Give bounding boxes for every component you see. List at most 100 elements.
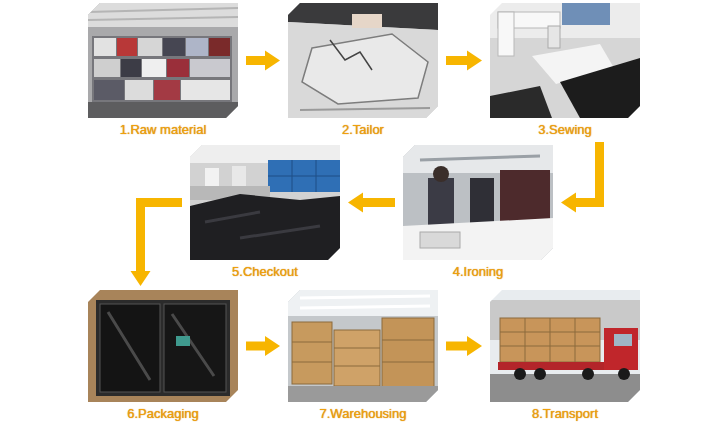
flow-arrow bbox=[246, 51, 280, 71]
box-edge bbox=[500, 318, 600, 362]
arrow-head bbox=[265, 336, 280, 356]
process-step: 3.Sewing bbox=[490, 3, 640, 140]
arrow-head bbox=[467, 336, 482, 356]
flow-arrow bbox=[348, 193, 395, 213]
wheel bbox=[514, 368, 526, 380]
hand bbox=[352, 14, 382, 28]
photo-ground bbox=[88, 3, 238, 118]
box-edge bbox=[292, 340, 434, 366]
blue-boxes bbox=[268, 160, 340, 192]
photo-ground bbox=[403, 145, 553, 260]
step-caption: 1.Raw material bbox=[88, 120, 238, 138]
caption-row: 5.Checkout bbox=[190, 262, 340, 280]
carton-inside bbox=[96, 300, 230, 396]
arrow-shaft bbox=[446, 56, 467, 65]
step-label: 1.Raw material bbox=[120, 122, 207, 138]
garment-pile bbox=[190, 194, 340, 260]
table-edge bbox=[300, 108, 430, 110]
worker bbox=[428, 178, 454, 226]
cab-window bbox=[614, 334, 632, 346]
ironing-table bbox=[403, 218, 553, 260]
process-step: 4.Ironing bbox=[403, 145, 553, 282]
ground bbox=[490, 374, 640, 402]
fabric-roll bbox=[190, 59, 230, 77]
cutting-table bbox=[288, 22, 438, 118]
rail bbox=[420, 156, 540, 160]
process-step: 1.Raw material bbox=[88, 3, 238, 140]
step-caption: 4.Ironing bbox=[403, 262, 553, 280]
flow-arrow bbox=[561, 142, 600, 213]
tailor-photo bbox=[288, 3, 438, 118]
packaging-photo bbox=[88, 290, 238, 402]
arrow-head bbox=[265, 51, 280, 71]
caption-row: 1.Raw material bbox=[88, 120, 238, 138]
wheel bbox=[534, 368, 546, 380]
arrow-head bbox=[561, 193, 576, 213]
step-label: 2.Tailor bbox=[342, 122, 384, 138]
ceiling bbox=[403, 145, 553, 173]
shelf bbox=[92, 36, 232, 102]
arrow-shaft bbox=[363, 198, 395, 207]
step-label: 4.Ironing bbox=[453, 264, 504, 280]
process-step: 2.Tailor bbox=[288, 3, 438, 140]
photo-ground bbox=[288, 290, 438, 402]
arrow-shaft bbox=[446, 342, 467, 351]
process-step: 5.Checkout bbox=[190, 145, 340, 282]
photo-ground bbox=[190, 145, 340, 260]
cutting-line bbox=[330, 40, 372, 70]
fabric-roll bbox=[94, 38, 116, 56]
arrow-head bbox=[131, 271, 151, 286]
carton bbox=[88, 290, 238, 402]
process-step: 6.Packaging bbox=[88, 290, 238, 424]
fabric-roll bbox=[138, 38, 162, 56]
wheel bbox=[582, 368, 594, 380]
step-label: 6.Packaging bbox=[127, 406, 199, 422]
ceiling bbox=[88, 3, 238, 27]
step-caption: 2.Tailor bbox=[288, 120, 438, 138]
step-label: 8.Transport bbox=[532, 406, 598, 422]
process-step: 8.Transport bbox=[490, 290, 640, 424]
fabric-roll bbox=[186, 38, 208, 56]
caption-row: 7.Warehousing bbox=[288, 404, 438, 422]
machine-body bbox=[498, 12, 514, 56]
fabric-roll bbox=[121, 59, 141, 77]
step-label: 3.Sewing bbox=[538, 122, 591, 138]
truck-cab bbox=[604, 328, 638, 370]
flow-arrow bbox=[446, 336, 482, 356]
arrow-shaft bbox=[246, 342, 265, 351]
ironing-photo bbox=[403, 145, 553, 260]
step-caption: 6.Packaging bbox=[88, 404, 238, 422]
worker-shirt bbox=[562, 3, 610, 25]
fabric-roll bbox=[181, 80, 230, 100]
pattern-piece bbox=[302, 34, 428, 104]
floor bbox=[288, 386, 438, 402]
caption-row: 8.Transport bbox=[490, 404, 640, 422]
arrow-head bbox=[467, 51, 482, 71]
box-stack bbox=[292, 322, 332, 384]
fabric-roll bbox=[167, 59, 189, 77]
arrow-head bbox=[348, 193, 363, 213]
light-strip bbox=[300, 296, 430, 308]
photo-ground bbox=[490, 3, 640, 118]
rafter bbox=[88, 8, 238, 20]
box-stack bbox=[382, 318, 434, 388]
fabric-roll bbox=[94, 59, 120, 77]
fabric-roll bbox=[117, 38, 137, 56]
caption-row: 6.Packaging bbox=[88, 404, 238, 422]
fabric-roll bbox=[163, 38, 185, 56]
machine-head bbox=[548, 26, 560, 48]
photo-ground bbox=[288, 3, 438, 118]
worker-head bbox=[433, 166, 449, 182]
garment-fold bbox=[205, 212, 320, 238]
floor bbox=[88, 102, 238, 118]
black-fabric bbox=[490, 86, 552, 118]
arrow-shaft bbox=[141, 203, 183, 272]
flow-arrow bbox=[131, 203, 183, 287]
step-caption: 8.Transport bbox=[490, 404, 640, 422]
flow-arrow bbox=[446, 51, 482, 71]
wheel bbox=[618, 368, 630, 380]
ceiling bbox=[288, 290, 438, 316]
